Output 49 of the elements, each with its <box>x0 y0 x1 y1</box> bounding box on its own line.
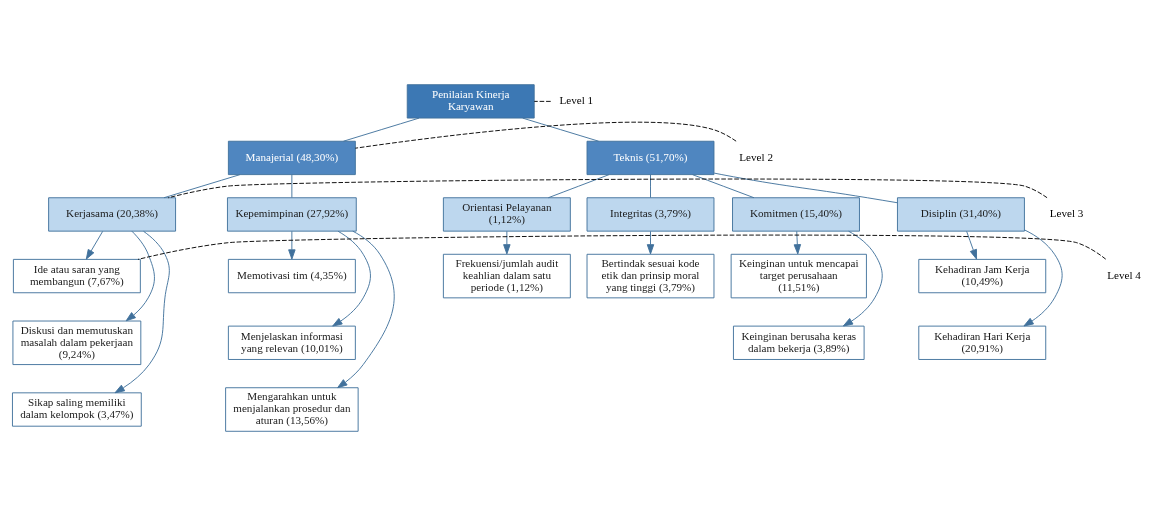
connector <box>522 117 600 142</box>
connector <box>692 174 755 199</box>
arrow <box>966 230 977 260</box>
node-text: Level 2 <box>739 150 773 163</box>
connector <box>533 100 552 102</box>
node-box: Teknis (51,70%) <box>586 140 715 176</box>
node-text: Level 3 <box>1049 207 1084 220</box>
connector <box>291 174 293 198</box>
node-box: Memotivasi tim (4,35%) <box>227 258 356 294</box>
node-box: Menjelaskan informasi yang relevan (10,01%) <box>227 325 356 360</box>
node-box: Frekuensi/jumlah audit keahlian dalam satu periode (1,12%) <box>442 253 571 299</box>
node-box: Keinginan berusaha keras dalam bekerja (3,89%) <box>732 325 865 360</box>
arrow <box>503 230 511 255</box>
node-box: Orientasi Pelayanan (1,12%) <box>442 197 571 232</box>
arrow <box>646 230 655 255</box>
connector <box>713 172 898 204</box>
connector <box>163 174 241 199</box>
arrow <box>288 230 296 260</box>
connector <box>650 174 651 198</box>
node-text: Level 1 <box>559 94 594 107</box>
node-box: Disiplin (31,40%) <box>897 197 1025 232</box>
node-box: Sikap saling memiliki dalam kelompok (3,47%) <box>12 392 142 427</box>
node-box: Kehadiran Hari Kerja (20,91%) <box>918 325 1047 360</box>
arrow <box>125 230 155 322</box>
node-box: Penilaian Kinerja Karyawan <box>406 84 535 119</box>
node-box: Diskusi dan memutuskan masalah dalam pekerjaan (9,24%) <box>12 320 142 366</box>
node-box: Komitmen (15,40%) <box>732 197 860 232</box>
node-box: Manajerial (48,30%) <box>227 140 356 176</box>
connector <box>343 117 420 142</box>
arrow <box>337 230 395 389</box>
connector <box>547 174 610 199</box>
arrow <box>114 230 170 394</box>
arrow <box>1023 229 1063 327</box>
node-box: Kehadiran Jam Kerja (10,49%) <box>918 258 1047 294</box>
node-text: Level 4 <box>1107 268 1141 281</box>
node-box: Ide atau saran yang membangun (7,67%) <box>12 258 141 294</box>
node-box: Integritas (3,79%) <box>586 197 715 232</box>
node-box: Mengarahkan untuk menjalankan prosedur dan aturan (13,56%) <box>225 387 359 432</box>
node-box: Keinginan untuk mencapai target perusahaan (11,51%) <box>730 253 867 299</box>
arrow <box>332 230 371 327</box>
node-box: Bertindak sesuai kode etik dan prinsip moral yang tinggi (3,79%) <box>586 253 715 299</box>
connector <box>167 178 1048 199</box>
node-box: Kepemimpinan (27,92%) <box>227 197 357 232</box>
connector <box>137 234 1107 260</box>
arrow <box>842 230 883 327</box>
arrow <box>85 230 104 260</box>
node-box: Kerjasama (20,38%) <box>48 197 177 232</box>
arrow <box>793 230 802 255</box>
connector <box>354 121 737 149</box>
